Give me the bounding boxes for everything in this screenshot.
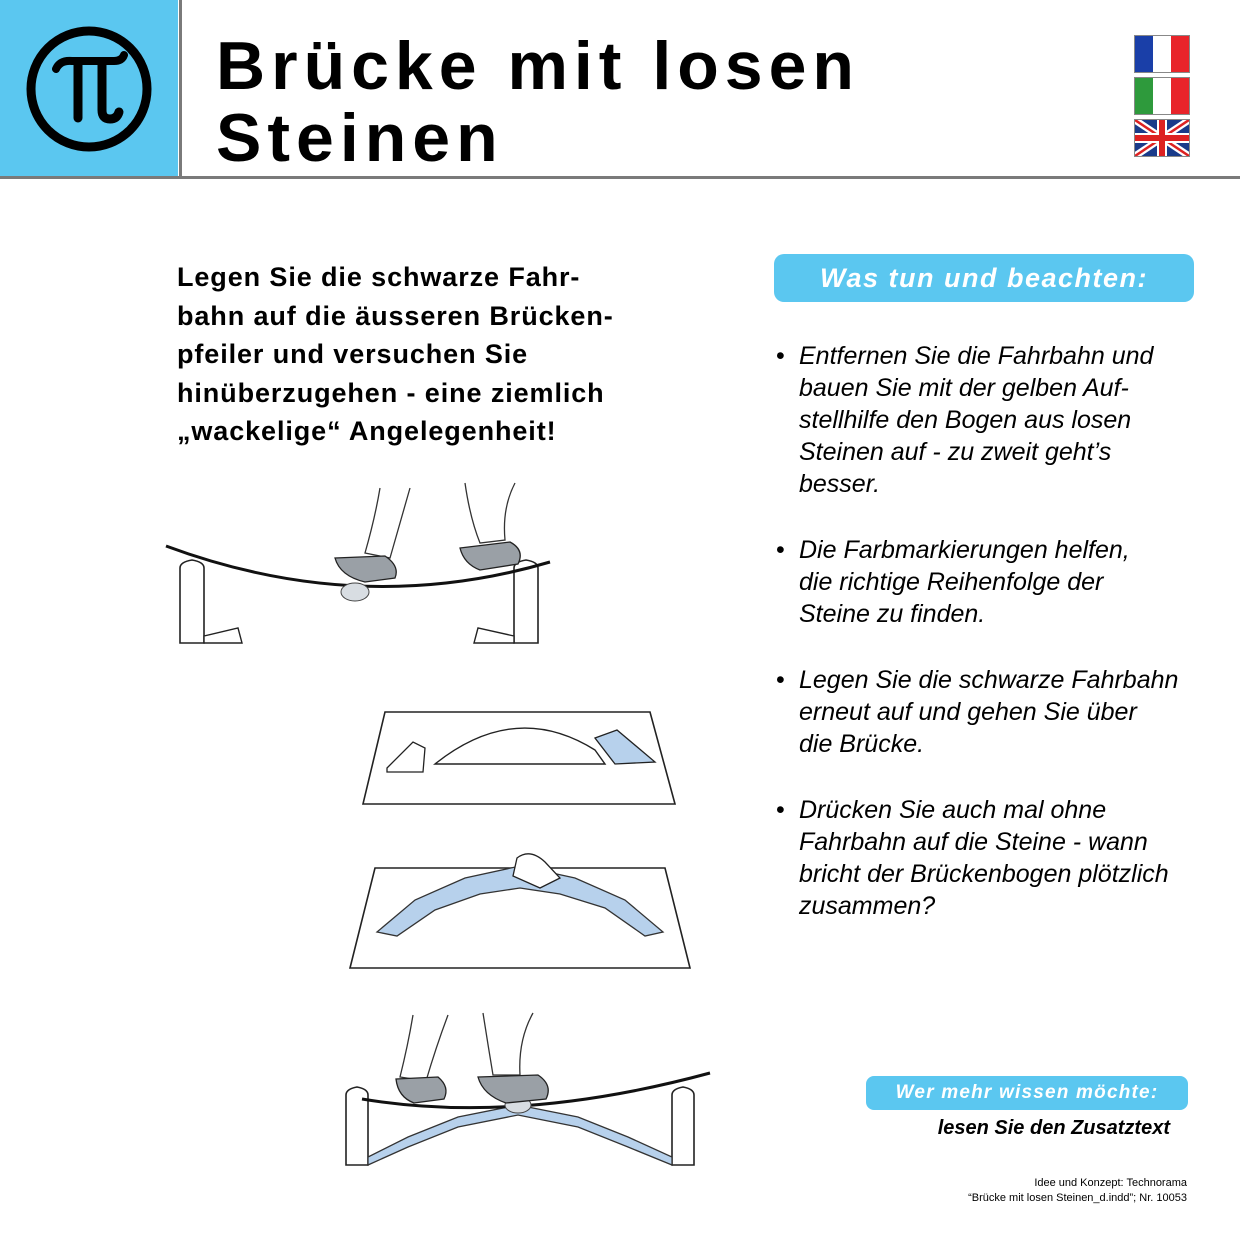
intro-line: „wackelige“ Angelegenheit! [177, 416, 557, 446]
item-line: erneut auf und gehen Sie über [799, 698, 1137, 726]
credits: Idee und Konzept: Technorama “Brücke mit… [860, 1176, 1187, 1206]
more-info-heading: Wer mehr wissen möchte: [866, 1076, 1188, 1110]
intro-text: Legen Sie die schwarze Fahr- bahn auf di… [177, 258, 697, 451]
item-line: Entfernen Sie die Fahrbahn und [799, 342, 1154, 370]
french-flag-icon[interactable] [1134, 35, 1190, 73]
list-item: • Drücken Sie auch mal ohne Fahrbahn auf… [776, 794, 1206, 922]
title-line-1: Brücke mit losen [216, 28, 860, 104]
item-line: bauen Sie mit der gelben Auf- [799, 374, 1129, 402]
item-line: die Brücke. [799, 730, 925, 758]
list-item: • Die Farbmarkierungen helfen, die richt… [776, 534, 1206, 630]
list-item: • Legen Sie die schwarze Fahrbahn erneut… [776, 664, 1206, 760]
item-line: Fahrbahn auf die Steine - wann [799, 828, 1148, 856]
arch-form-illustration [361, 711, 677, 805]
intro-line: hinüberzugehen - eine ziemlich [177, 377, 605, 408]
stone-arch-illustration [348, 853, 692, 969]
credit-line: “Brücke mit losen Steinen_d.indd”; Nr. 1… [968, 1192, 1187, 1204]
italian-flag-icon[interactable] [1134, 77, 1190, 115]
item-line: bricht der Brückenbogen plötzlich [799, 860, 1169, 888]
bullet-icon: • [776, 796, 785, 824]
title-line-2: Steinen [216, 100, 504, 176]
item-line: stellhilfe den Bogen aus losen [799, 406, 1132, 434]
item-line: besser. [799, 470, 881, 498]
bullet-icon: • [776, 536, 785, 564]
item-line: Steine zu finden. [799, 600, 986, 628]
bullet-icon: • [776, 666, 785, 694]
header-underline [0, 176, 1240, 179]
logo-box [0, 0, 178, 178]
item-line: Legen Sie die schwarze Fahrbahn [799, 666, 1179, 694]
more-info-text: lesen Sie den Zusatztext [937, 1117, 1170, 1139]
item-line: Die Farbmarkierungen helfen, [799, 536, 1130, 564]
walking-arch-illustration [345, 1012, 711, 1167]
instructions-list: • Entfernen Sie die Fahrbahn und bauen S… [776, 340, 1206, 956]
bullet-icon: • [776, 342, 785, 370]
intro-line: bahn auf die äusseren Brücken- [177, 300, 614, 331]
walking-bridge-illustration [165, 482, 551, 644]
intro-line: pfeiler und versuchen Sie [177, 339, 529, 369]
list-item: • Entfernen Sie die Fahrbahn und bauen S… [776, 340, 1206, 500]
item-line: zusammen? [799, 892, 936, 920]
header-divider [179, 0, 182, 178]
pi-icon [26, 26, 152, 152]
intro-line: Legen Sie die schwarze Fahr- [177, 262, 581, 292]
credit-line: Idee und Konzept: Technorama [1034, 1177, 1187, 1189]
instructions-heading: Was tun und beachten: [774, 254, 1194, 302]
item-line: Steinen auf - zu zweit geht’s [799, 438, 1112, 466]
uk-flag-icon[interactable] [1134, 119, 1190, 157]
item-line: Drücken Sie auch mal ohne [799, 796, 1107, 824]
item-line: die richtige Reihenfolge der [799, 568, 1104, 596]
